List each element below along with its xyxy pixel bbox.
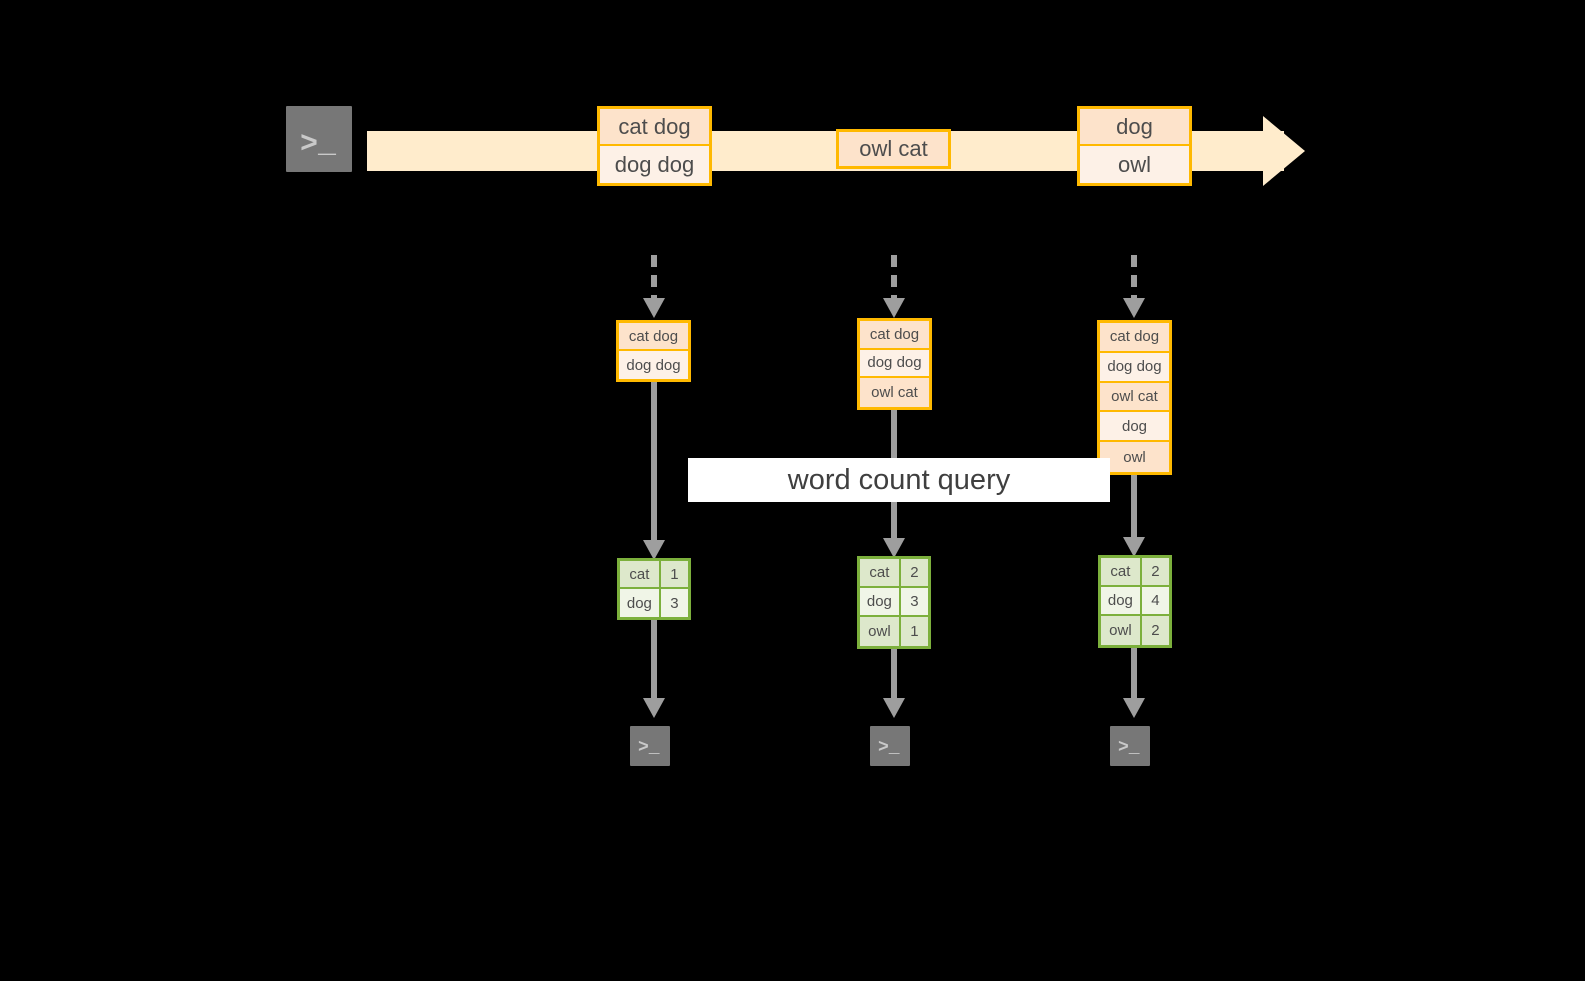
stream-event-box-1[interactable]: cat dog dog dog [597,106,712,186]
table-cell-word: cat [620,561,661,587]
result-table-1[interactable]: cat 1 dog 3 [617,558,691,620]
accumulated-line: dog [1100,412,1169,443]
table-row: cat 2 [860,559,928,588]
result-table-3[interactable]: cat 2 dog 4 owl 2 [1098,555,1172,648]
result-to-sink-connector-2 [883,649,905,718]
stream-to-state-connector-3 [1123,255,1145,318]
result-to-sink-connector-3 [1123,648,1145,718]
source-terminal-icon[interactable]: >_ [277,97,361,181]
terminal-prompt-glyph: >_ [638,738,660,758]
table-row: cat 2 [1101,558,1169,587]
table-cell-count: 3 [660,589,688,617]
accumulated-line: cat dog [860,321,929,350]
accumulated-state-box-2[interactable]: cat dog dog dog owl cat [857,318,932,410]
table-cell-word: cat [860,559,901,586]
table-cell-count: 4 [1141,586,1169,614]
stream-timeline-arrowhead [1263,116,1305,186]
stream-event-line: owl [1080,146,1189,183]
table-cell-word: owl [860,616,901,646]
table-cell-word: owl [1101,615,1142,645]
state-to-result-connector-1 [643,382,665,560]
accumulated-line: cat dog [1100,323,1169,353]
terminal-prompt-glyph: >_ [1118,738,1140,758]
stream-event-line: cat dog [600,109,709,146]
stream-event-line: dog [1080,109,1189,146]
query-label: word count query [688,458,1110,502]
table-row: cat 1 [620,561,688,589]
accumulated-line: dog dog [860,349,929,379]
table-cell-word: dog [1101,586,1142,614]
result-to-sink-connector-1 [643,620,665,718]
table-cell-word: dog [860,587,901,615]
table-cell-word: dog [620,589,661,617]
table-row: dog 3 [860,587,928,617]
stream-event-line: owl cat [839,132,948,166]
sink-terminal-icon-3[interactable]: >_ [1103,719,1157,773]
accumulated-line: owl cat [1100,382,1169,413]
stream-event-box-3[interactable]: dog owl [1077,106,1192,186]
accumulated-line: dog dog [1100,352,1169,383]
table-cell-count: 2 [1141,558,1169,585]
table-cell-word: cat [1101,558,1142,585]
table-cell-count: 3 [900,587,928,615]
table-cell-count: 2 [1141,615,1169,645]
accumulated-line: cat dog [619,323,688,351]
accumulated-state-box-3[interactable]: cat dog dog dog owl cat dog owl [1097,320,1172,475]
accumulated-line: owl cat [860,378,929,407]
stream-event-box-2[interactable]: owl cat [836,129,951,169]
stream-event-line: dog dog [600,146,709,183]
stream-to-state-connector-1 [643,255,665,318]
state-to-result-connector-3 [1123,475,1145,557]
terminal-prompt-glyph: >_ [300,128,337,162]
sink-terminal-icon-2[interactable]: >_ [863,719,917,773]
sink-terminal-icon-1[interactable]: >_ [623,719,677,773]
accumulated-line: dog dog [619,351,688,379]
accumulated-state-box-1[interactable]: cat dog dog dog [616,320,691,382]
table-row: owl 2 [1101,615,1169,645]
table-cell-count: 1 [900,616,928,646]
terminal-prompt-glyph: >_ [878,738,900,758]
table-cell-count: 2 [900,559,928,586]
table-row: dog 4 [1101,586,1169,616]
table-row: dog 3 [620,589,688,617]
stream-to-state-connector-2 [883,255,905,318]
table-row: owl 1 [860,616,928,646]
result-table-2[interactable]: cat 2 dog 3 owl 1 [857,556,931,649]
table-cell-count: 1 [660,561,688,587]
accumulated-line: owl [1100,442,1169,472]
